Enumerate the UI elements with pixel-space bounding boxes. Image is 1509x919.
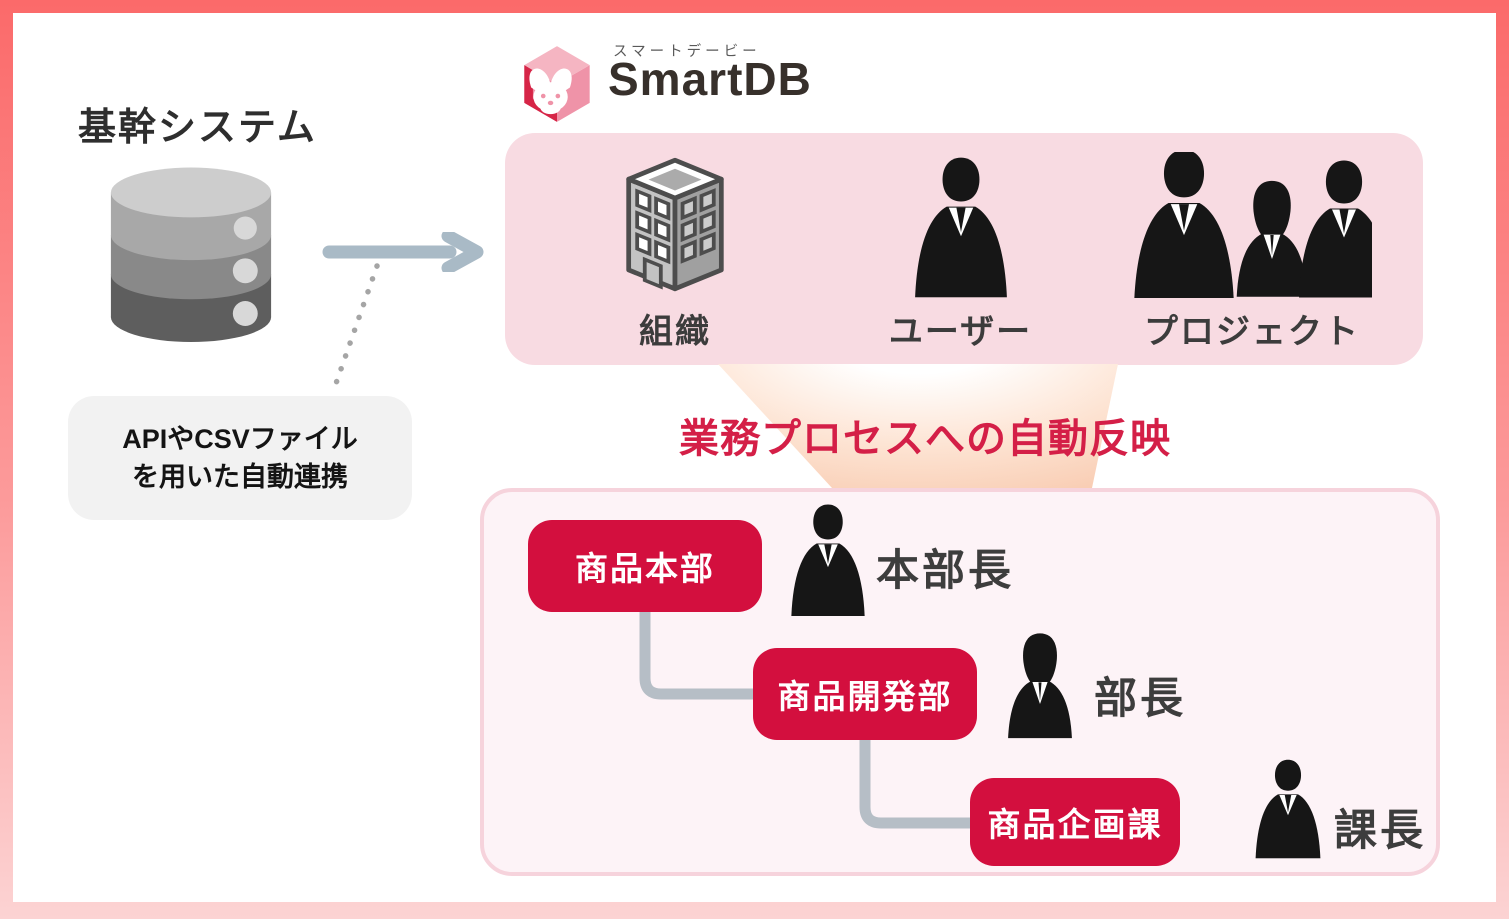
integration-note: APIやCSVファイル を用いた自動連携 — [68, 396, 412, 520]
logo-reading: スマートデービー — [613, 44, 761, 60]
logo-wordmark: SmartDB — [608, 53, 812, 105]
master-item-label: ユーザー — [888, 313, 1033, 351]
org-chart-panel: 商品本部 本部長 商品開発部 部長 商品企画課 課長 — [480, 488, 1440, 876]
dept-node-kaihatsubu: 商品開発部 — [753, 648, 977, 740]
role-label-honbucho: 本部長 — [876, 547, 1014, 595]
master-item-project: プロジェクト — [1117, 149, 1387, 353]
dept-label: 商品企画課 — [987, 806, 1163, 843]
source-system-title: 基幹システム — [78, 107, 317, 149]
male-manager-silhouette-icon — [1252, 750, 1324, 866]
dept-label: 商品開発部 — [777, 678, 953, 715]
master-item-label: 組織 — [639, 313, 711, 351]
sync-arrow-icon — [322, 232, 484, 272]
role-label-kacho: 課長 — [1334, 807, 1426, 855]
master-data-panel: 組織 ユーザー プロジェクト — [505, 133, 1423, 365]
master-item-organization: 組織 — [590, 149, 760, 353]
building-icon — [623, 152, 727, 298]
role-label-bucho: 部長 — [1094, 675, 1186, 723]
master-item-user: ユーザー — [873, 149, 1048, 353]
smartdb-chihuahua-cube-icon — [514, 46, 600, 122]
male-executive-silhouette-icon — [784, 502, 872, 616]
integration-note-line1: APIやCSVファイル — [122, 424, 358, 454]
org-connector-lines — [639, 606, 974, 829]
dept-label: 商品本部 — [575, 550, 715, 587]
dept-node-kikakuka: 商品企画課 — [970, 778, 1180, 866]
business-team-silhouette-icon — [1134, 152, 1372, 298]
dotted-connector-icon — [330, 263, 380, 395]
businessman-silhouette-icon — [910, 154, 1012, 298]
flow-caption: 業務プロセスへの自動反映 — [679, 417, 1171, 461]
dept-node-honbu: 商品本部 — [528, 520, 762, 612]
database-icon — [102, 160, 280, 346]
female-manager-silhouette-icon — [1002, 626, 1078, 744]
master-item-label: プロジェクト — [1144, 313, 1360, 351]
integration-note-line2: を用いた自動連携 — [132, 462, 348, 492]
